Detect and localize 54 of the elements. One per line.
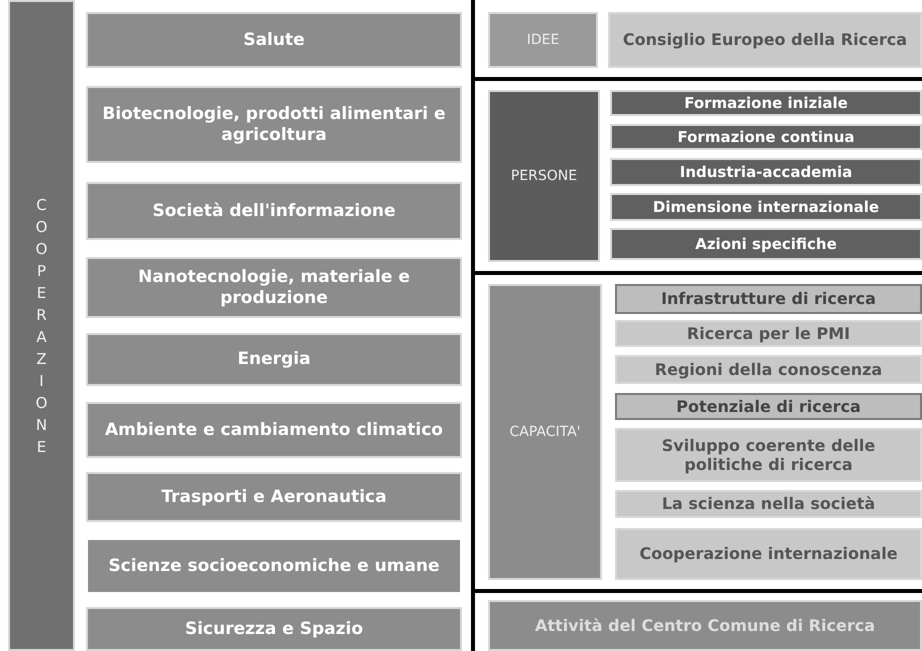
category-box bbox=[86, 538, 462, 594]
box-label: Formazione continua bbox=[676, 128, 856, 146]
box-label: Energia bbox=[236, 349, 312, 370]
section-box bbox=[488, 90, 600, 262]
box-label: CAPACITA' bbox=[508, 424, 582, 440]
box-label: Sicurezza e Spazio bbox=[184, 618, 364, 640]
box-label: Trasporti e Aeronautica bbox=[160, 486, 388, 508]
category-box bbox=[86, 472, 462, 522]
box-label: Biotecnologie, prodotti alimentari e agricoltura bbox=[101, 104, 447, 145]
category-box bbox=[86, 402, 462, 458]
section-box bbox=[488, 600, 922, 651]
category-box bbox=[615, 490, 922, 518]
box-label: Infrastrutture di ricerca bbox=[660, 289, 877, 309]
section-box bbox=[488, 12, 598, 68]
category-box bbox=[610, 124, 922, 150]
box-label: Formazione iniziale bbox=[683, 94, 849, 112]
box-label: Industria-accademia bbox=[678, 163, 854, 181]
category-box bbox=[610, 158, 922, 186]
category-box bbox=[615, 428, 922, 482]
category-box bbox=[86, 182, 462, 240]
box-label: Ricerca per le PMI bbox=[686, 324, 852, 344]
box-label: Salute bbox=[242, 30, 306, 50]
box-label: Sviluppo coerente delle politiche di ricerca bbox=[660, 436, 876, 474]
category-box bbox=[608, 12, 922, 68]
category-box bbox=[610, 228, 922, 260]
box-label: Azioni specifiche bbox=[694, 235, 838, 253]
category-box bbox=[86, 333, 462, 386]
category-box bbox=[615, 284, 922, 314]
vertical-band bbox=[8, 0, 75, 651]
category-box bbox=[615, 355, 922, 384]
box-label: Cooperazione internazionale bbox=[638, 544, 899, 564]
category-box bbox=[86, 86, 462, 163]
category-box bbox=[86, 12, 462, 68]
category-box bbox=[615, 320, 922, 347]
vertical-label: COOPERAZIONE bbox=[36, 194, 48, 458]
category-box bbox=[86, 607, 462, 651]
box-label: Dimensione internazionale bbox=[652, 198, 880, 216]
category-box bbox=[615, 528, 922, 580]
box-label: Regioni della conoscenza bbox=[654, 360, 884, 380]
box-label: Potenziale di ricerca bbox=[675, 396, 862, 416]
box-label: PERSONE bbox=[510, 168, 578, 184]
box-label: Consiglio Europeo della Ricerca bbox=[622, 30, 908, 50]
category-box bbox=[610, 193, 922, 221]
box-label: IDEE bbox=[526, 32, 560, 48]
box-label: Ambiente e cambiamento climatico bbox=[104, 420, 444, 440]
category-box bbox=[610, 90, 922, 116]
box-label: Nanotecnologie, materiale e produzione bbox=[137, 267, 411, 308]
category-box bbox=[86, 257, 462, 318]
box-label: La scienza nella società bbox=[660, 494, 876, 514]
box-label: Attività del Centro Comune di Ricerca bbox=[534, 616, 876, 636]
section-box bbox=[488, 284, 602, 580]
box-label: Scienze socioeconomiche e umane bbox=[107, 556, 441, 576]
category-box bbox=[615, 393, 922, 420]
box-label: Società dell'informazione bbox=[151, 200, 397, 222]
